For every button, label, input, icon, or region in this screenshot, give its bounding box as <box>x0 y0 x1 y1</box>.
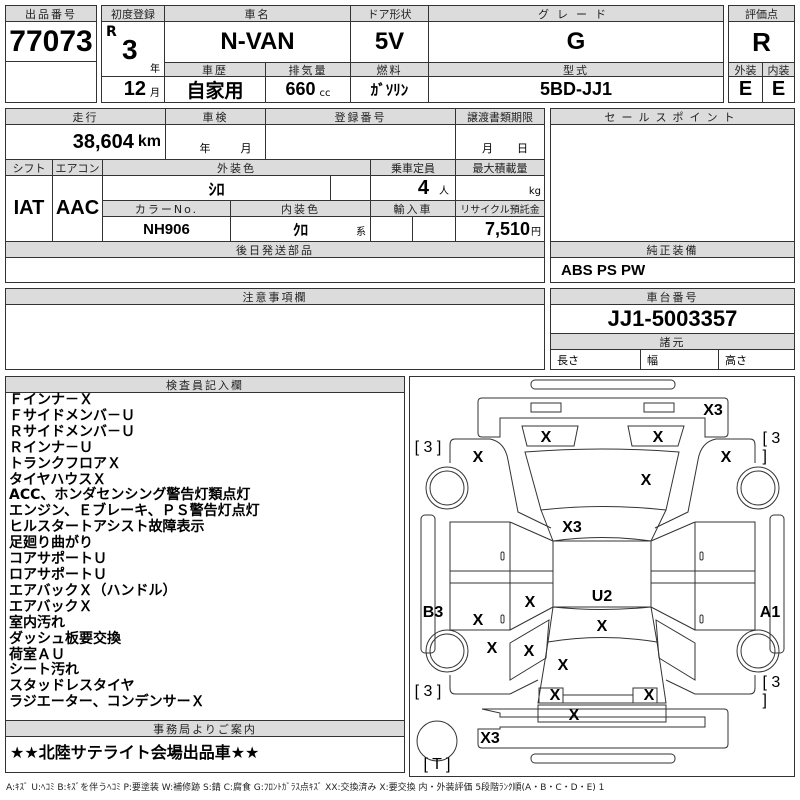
tire-tread-mark: [ 3 ] <box>414 439 442 456</box>
cc-unit: cc <box>319 88 331 99</box>
displacement-value: 660 <box>285 79 316 99</box>
spec-height: 高さ <box>718 349 795 370</box>
kg-unit: kg <box>528 186 541 197</box>
capacity-value: 4 <box>417 176 429 199</box>
note-line: エアバックＸ（ハンドル） <box>9 582 177 599</box>
note-line: ダッシュ板要交換 <box>9 630 121 647</box>
month-unit: 月 <box>150 88 160 99</box>
damage-mark: X <box>524 594 536 611</box>
int-color-value: ｸﾛ <box>292 221 308 239</box>
notes <box>5 304 545 370</box>
damage-mark: X <box>596 618 608 635</box>
tire-tread-mark: [ 3 ] <box>762 674 781 709</box>
note-line: ACC、ホンダセンシング警告灯類点灯 <box>9 487 251 504</box>
int-score: E <box>762 76 795 103</box>
km-unit: km <box>137 133 161 150</box>
history-label: 車歴 <box>164 62 266 77</box>
month-unit: 月 <box>482 142 493 155</box>
year-unit: 年 <box>199 142 211 155</box>
reg-year: 3 <box>122 34 138 65</box>
transfer-label: 譲渡書類期限 <box>455 108 545 125</box>
note-line: 足廻り曲がり <box>9 535 93 552</box>
note-line: ラジエーター、コンデンサーＸ <box>9 694 205 711</box>
office-message: ★★北陸サテライト会場出品車★★ <box>10 743 260 762</box>
month-unit: 月 <box>240 142 252 155</box>
note-line: Ｆサイドメンバ－Ｕ <box>9 407 135 424</box>
damage-mark: X3 <box>480 730 500 747</box>
day-unit: 日 <box>517 142 528 155</box>
damage-mark: X <box>523 643 535 660</box>
spare-tire-mark: [ T ] <box>423 756 451 773</box>
color-suffix: 系 <box>356 227 366 238</box>
damage-mark: X <box>549 687 561 704</box>
inspector-notes: Ｆインナ－Ｘ Ｆサイドメンバ－Ｕ Ｒサイドメンバ－Ｕ Ｒインナ－Ｕ トランクフロ… <box>9 392 260 711</box>
note-line: 荷室ＡＵ <box>9 646 65 663</box>
note-line: Ｆインナ－Ｘ <box>9 392 93 408</box>
recycle-value: 7,510 <box>484 218 530 239</box>
score-label: 評価点 <box>728 5 795 22</box>
note-line: エアバックＸ <box>9 598 93 615</box>
tire-tread-mark: [ 3 ] <box>762 430 781 465</box>
reg-month: 12 <box>123 78 146 100</box>
damage-mark: B3 <box>422 604 444 621</box>
era: R <box>106 24 117 40</box>
first-reg-month: 12 月 <box>101 76 165 103</box>
damage-mark: X <box>472 449 484 466</box>
grade-label: グレード <box>428 5 724 22</box>
damage-mark: X <box>652 429 664 446</box>
damage-mark: X <box>568 707 580 724</box>
model-code: 5BD-JJ1 <box>428 76 724 103</box>
note-line: スタッドレスタイヤ <box>9 678 135 695</box>
note-line: エンジン、Ｅブレーキ、ＰＳ警告灯点灯 <box>9 503 260 520</box>
legend: A:ｷｽﾞ U:ﾍｺﾐ B:ｷｽﾞを伴うﾍｺﾐ P:要塗装 W:補修跡 S:錆 … <box>6 783 605 793</box>
capacity-label: 乗車定員 <box>370 159 456 176</box>
lot-blank <box>5 61 97 103</box>
damage-mark: X <box>557 657 569 674</box>
note-line: ロアサポートＵ <box>9 566 107 583</box>
later-parts <box>5 257 545 283</box>
note-line: タイヤハウスＸ <box>9 471 107 488</box>
max-load-label: 最大積載量 <box>455 159 545 176</box>
office-label: 事務局よりご案内 <box>5 720 405 737</box>
damage-diagram <box>409 376 795 777</box>
damage-mark: X <box>643 687 655 704</box>
inspector-label: 検査員記入欄 <box>5 376 405 393</box>
chassis-label: 車台番号 <box>550 288 795 305</box>
damage-mark: X <box>720 449 732 466</box>
yen-unit: 円 <box>531 227 541 238</box>
note-line: Ｒインナ－Ｕ <box>9 439 93 456</box>
year-unit: 年 <box>150 64 160 75</box>
note-line: トランクフロアＸ <box>9 455 121 472</box>
note-line: 室内汚れ <box>9 614 65 631</box>
note-line: ヒルスタートアシスト故障表示 <box>9 519 205 536</box>
damage-mark: X <box>486 640 498 657</box>
equipment: ABS PS PW <box>550 257 795 283</box>
damage-mark: X <box>472 612 484 629</box>
mileage-value: 38,604 <box>72 130 134 153</box>
displacement-label: 排気量 <box>265 62 351 77</box>
note-line: シート汚れ <box>9 662 79 679</box>
damage-mark: U2 <box>591 588 613 605</box>
note-line: Ｒサイドメンバ－Ｕ <box>9 423 135 440</box>
damage-mark: X3 <box>562 519 582 536</box>
damage-mark: X <box>640 472 652 489</box>
person-unit: 人 <box>439 186 449 197</box>
equipment-label: 純正装備 <box>550 241 795 258</box>
damage-mark: X <box>540 429 552 446</box>
damage-mark: A1 <box>759 604 781 621</box>
damage-mark: X3 <box>703 402 723 419</box>
note-line: コアサポートＵ <box>9 551 107 568</box>
tire-tread-mark: [ 3 ] <box>414 683 442 700</box>
